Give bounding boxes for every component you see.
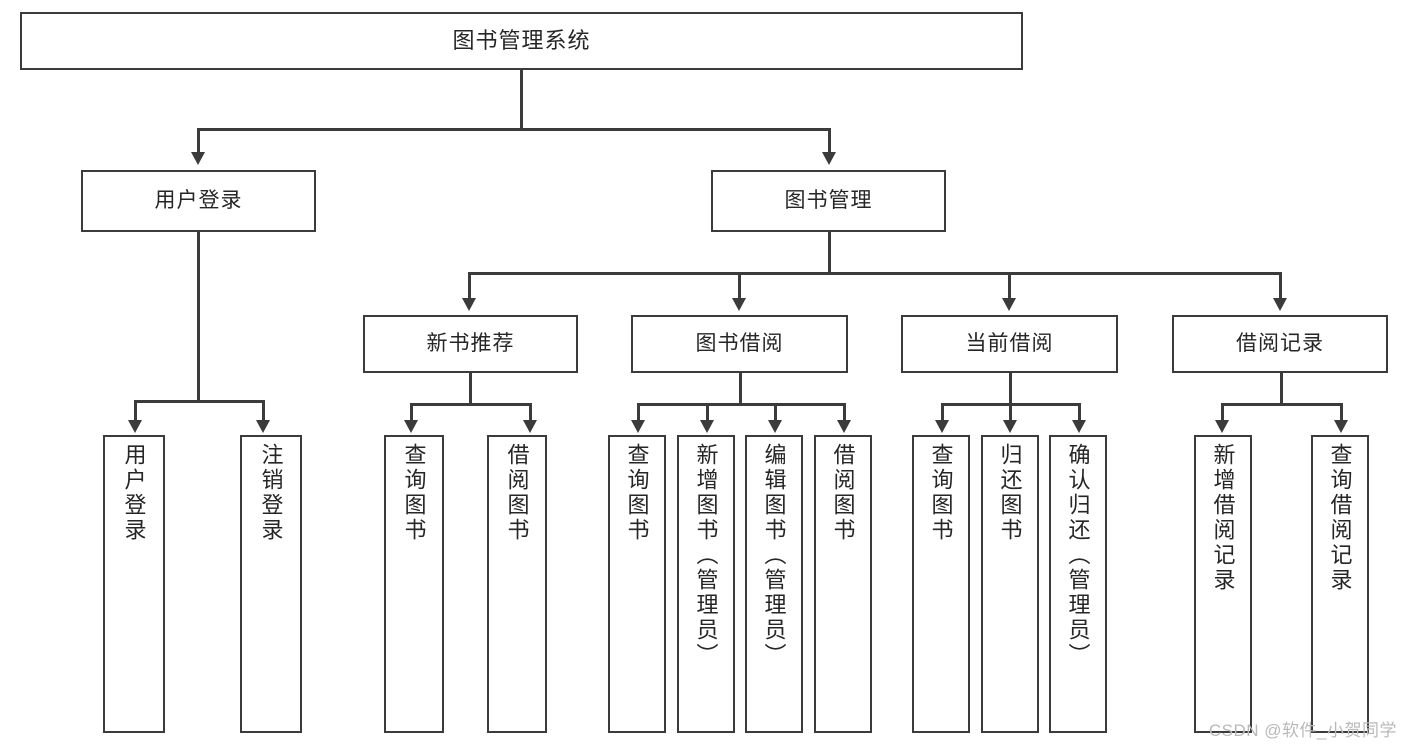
connector-drop-book-manage [828, 128, 831, 154]
node-root-system[interactable]: 图书管理系统 [20, 12, 1023, 70]
node-label: 新增图书（管理员） [693, 443, 719, 668]
node-label: 用户登录 [121, 443, 147, 543]
arrow-to-borrow-record-leaf-2 [1334, 420, 1348, 433]
node-label: 注销登录 [258, 443, 284, 543]
node-book-management[interactable]: 图书管理 [711, 170, 946, 232]
node-current-borrow[interactable]: 当前借阅 [901, 315, 1118, 373]
node-label: 借阅图书 [830, 443, 856, 543]
node-book-borrow[interactable]: 图书借阅 [631, 315, 848, 373]
leaf-current-borrow-1[interactable]: 查询图书 [912, 435, 970, 733]
leaf-current-borrow-3[interactable]: 确认归还（管理员） [1049, 435, 1107, 733]
connector-drop-login-1 [134, 400, 137, 422]
connector-level2-bus [197, 128, 830, 131]
leaf-book-borrow-1[interactable]: 查询图书 [608, 435, 666, 733]
node-label: 借阅记录 [1236, 331, 1324, 355]
leaf-user-login-1[interactable]: 用户登录 [103, 435, 165, 733]
connector-drop-user-login [197, 128, 200, 154]
connector-drop-bb-1 [637, 403, 640, 422]
connector-book-borrow-bus [637, 403, 845, 406]
arrow-to-user-login [191, 152, 205, 165]
leaf-book-borrow-4[interactable]: 借阅图书 [814, 435, 872, 733]
connector-drop-cb-1 [941, 403, 944, 422]
connector-drop-br-1 [1221, 403, 1224, 422]
leaf-borrow-record-1[interactable]: 新增借阅记录 [1194, 435, 1252, 733]
leaf-book-borrow-3[interactable]: 编辑图书（管理员） [745, 435, 803, 733]
connector-drop-l3-1 [468, 272, 471, 300]
arrow-to-login-leaf-2 [256, 420, 270, 433]
node-label: 图书管理系统 [452, 28, 591, 54]
connector-book-manage-stem [828, 232, 831, 274]
node-label: 编辑图书（管理员） [761, 443, 787, 668]
node-label: 图书管理 [784, 188, 873, 212]
connector-level3-bus [468, 272, 1282, 275]
leaf-new-book-2[interactable]: 借阅图书 [487, 435, 547, 733]
arrow-to-login-leaf-1 [128, 420, 142, 433]
arrow-to-new-book-leaf-1 [404, 420, 418, 433]
connector-drop-l3-2 [738, 272, 741, 300]
arrow-to-book-borrow-leaf-3 [768, 420, 782, 433]
arrow-to-current-borrow-leaf-1 [935, 420, 949, 433]
arrow-to-book-manage [822, 152, 836, 165]
connector-new-book-bus [410, 403, 529, 406]
leaf-borrow-record-2[interactable]: 查询借阅记录 [1311, 435, 1369, 733]
node-label: 借阅图书 [504, 443, 530, 543]
leaf-book-borrow-2[interactable]: 新增图书（管理员） [677, 435, 735, 733]
node-label: 查询图书 [928, 443, 954, 543]
connector-drop-cb-3 [1078, 403, 1081, 422]
leaf-new-book-1[interactable]: 查询图书 [384, 435, 444, 733]
connector-book-borrow-stem [739, 373, 742, 405]
arrow-to-book-borrow-leaf-2 [700, 420, 714, 433]
leaf-user-login-2[interactable]: 注销登录 [240, 435, 302, 733]
connector-drop-l3-4 [1279, 272, 1282, 300]
connector-drop-bb-4 [843, 403, 846, 422]
node-borrow-record[interactable]: 借阅记录 [1172, 315, 1388, 373]
arrow-to-new-book-leaf-2 [523, 420, 537, 433]
node-label: 用户登录 [154, 188, 243, 212]
arrow-to-borrow-record-leaf-1 [1215, 420, 1229, 433]
node-new-book-recommend[interactable]: 新书推荐 [363, 315, 578, 373]
node-user-login[interactable]: 用户登录 [81, 170, 316, 232]
connector-drop-l3-3 [1008, 272, 1011, 300]
connector-user-login-stem [197, 232, 200, 402]
connector-root-stem [520, 70, 523, 129]
connector-drop-bb-3 [774, 403, 777, 422]
node-label: 确认归还（管理员） [1065, 443, 1091, 668]
connector-drop-bb-2 [706, 403, 709, 422]
connector-drop-cb-2 [1009, 403, 1012, 422]
node-label: 查询借阅记录 [1327, 443, 1353, 593]
node-label: 新增借阅记录 [1210, 443, 1236, 593]
connector-borrow-record-bus [1221, 403, 1340, 406]
node-label: 归还图书 [997, 443, 1023, 543]
connector-drop-nb-1 [410, 403, 413, 422]
arrow-to-current-borrow-leaf-3 [1072, 420, 1086, 433]
leaf-current-borrow-2[interactable]: 归还图书 [981, 435, 1039, 733]
connector-drop-nb-2 [529, 403, 532, 422]
node-label: 新书推荐 [426, 331, 515, 355]
connector-user-login-bus [134, 400, 262, 403]
connector-new-book-stem [469, 373, 472, 405]
node-label: 当前借阅 [965, 331, 1054, 355]
connector-borrow-record-stem [1280, 373, 1283, 405]
node-label: 查询图书 [401, 443, 427, 543]
connector-drop-login-2 [262, 400, 265, 422]
arrow-to-book-borrow-leaf-4 [837, 420, 851, 433]
node-label: 图书借阅 [695, 331, 784, 355]
node-label: 查询图书 [624, 443, 650, 543]
arrow-to-book-borrow-leaf-1 [631, 420, 645, 433]
arrow-to-current-borrow-leaf-2 [1003, 420, 1017, 433]
arrow-to-borrow-record [1273, 298, 1287, 311]
arrow-to-book-borrow [732, 298, 746, 311]
arrow-to-current-borrow [1002, 298, 1016, 311]
connector-drop-br-2 [1340, 403, 1343, 422]
arrow-to-new-book [462, 298, 476, 311]
connector-current-borrow-stem [1009, 373, 1012, 405]
